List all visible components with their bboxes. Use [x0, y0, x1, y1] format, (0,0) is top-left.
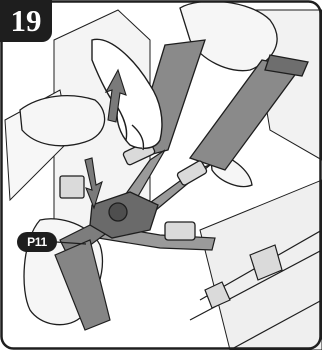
step-number-badge: 19 [0, 0, 52, 42]
part-callout-label: P11 [17, 232, 57, 252]
